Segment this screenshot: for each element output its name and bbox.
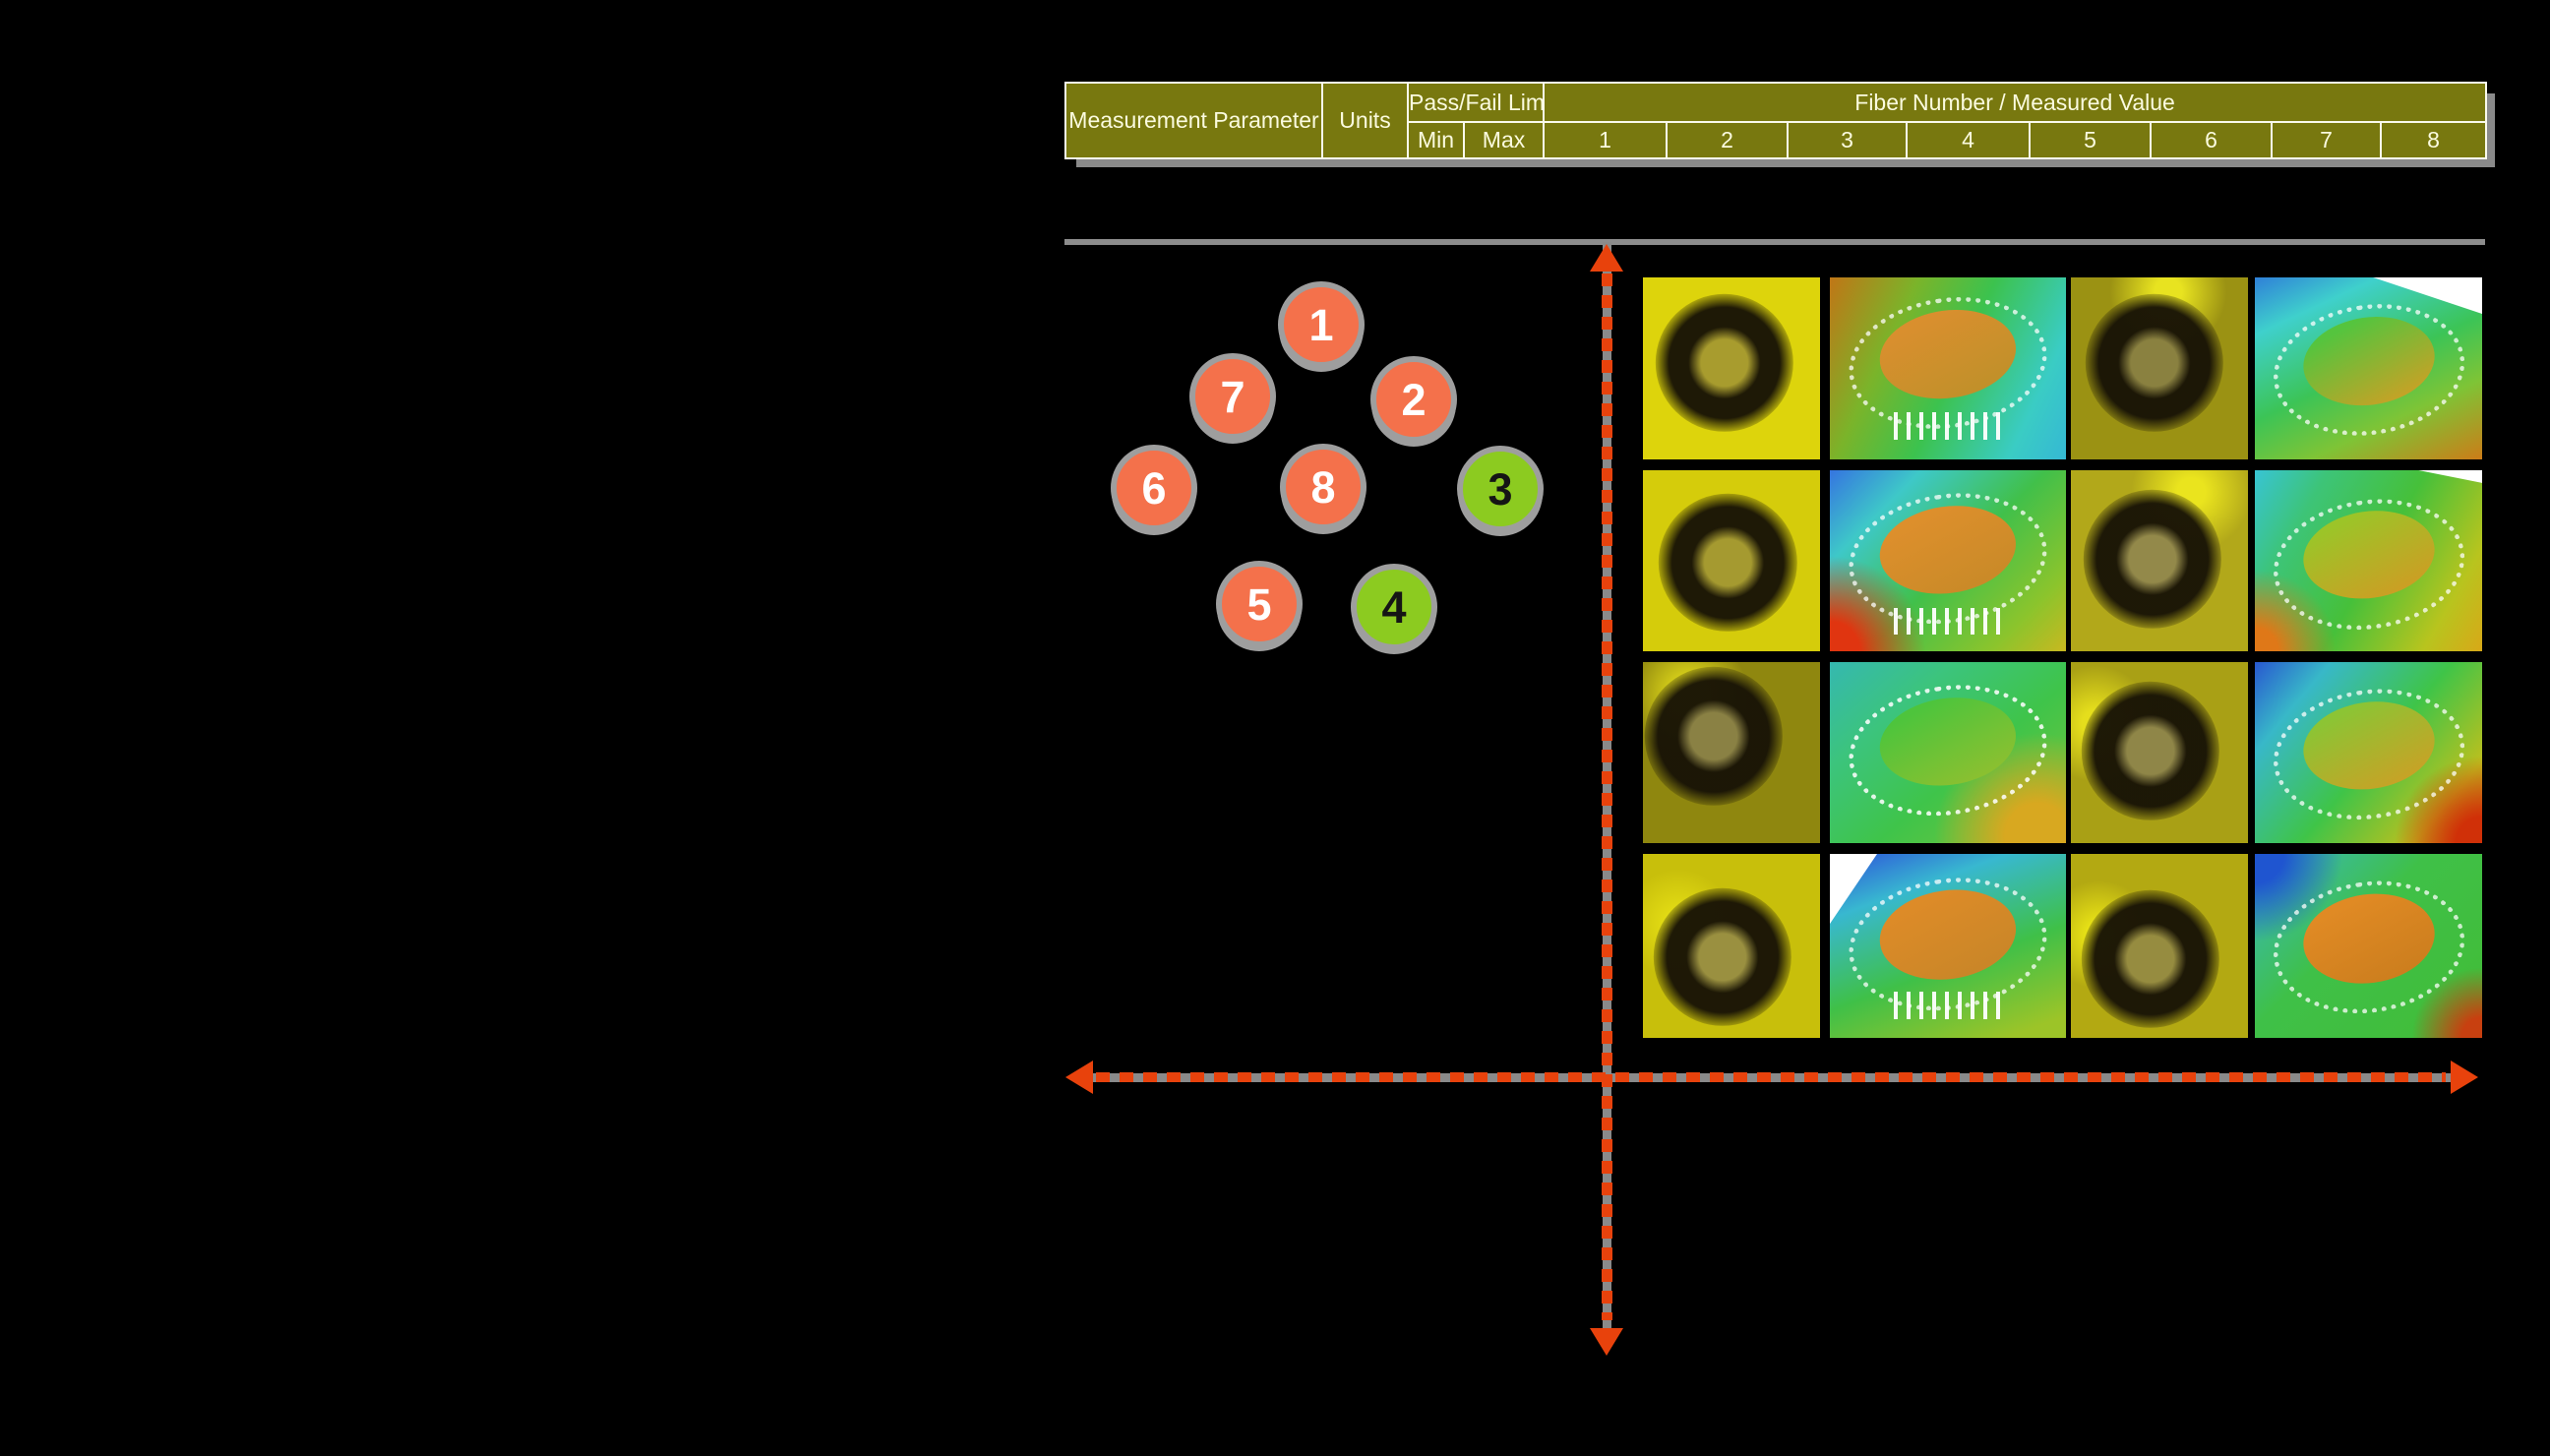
axis-arrow-left-icon: [1065, 1061, 1093, 1094]
surface-3d-image-r4c4[interactable]: [2255, 854, 2482, 1038]
endface-image-r4c1[interactable]: [1643, 854, 1820, 1038]
results-header-table: Measurement Parameter Units Pass/Fail Li…: [1064, 82, 2488, 159]
fiber-circle-6[interactable]: 6: [1111, 445, 1197, 531]
spike-artifacts: [1893, 992, 2003, 1020]
fiber-number-cell: 2: [1666, 121, 1790, 159]
endface-image-r2c3[interactable]: [2071, 470, 2248, 651]
fiber-circle-2[interactable]: 2: [1370, 356, 1457, 443]
header-cell-pass-fail-limits: Pass/Fail Limits: [1406, 82, 1546, 123]
axis-arrow-down-icon: [1590, 1328, 1623, 1356]
ferrule-ring: [2081, 681, 2220, 820]
surface-3d-image-r2c4[interactable]: [2255, 470, 2482, 651]
fiber-circle-4[interactable]: 4: [1351, 564, 1437, 650]
axis-arrow-up-icon: [1590, 244, 1623, 272]
fiber-circle-1[interactable]: 1: [1278, 281, 1365, 368]
fiber-number-cell: 7: [2271, 121, 2383, 159]
header-cell-min: Min: [1407, 121, 1465, 159]
ferrule-ring: [1644, 667, 1784, 806]
ferrule-ring: [1653, 887, 1792, 1026]
vertical-axis-dashes: [1602, 273, 1612, 1320]
header-cell-fiber-number: Fiber Number / Measured Value: [1543, 82, 2488, 123]
surface-3d-image-r2c2[interactable]: [1830, 470, 2066, 651]
endface-image-r2c1[interactable]: [1643, 470, 1820, 651]
ferrule-ring: [1659, 493, 1797, 633]
surface-3d-image-r1c2[interactable]: [1830, 277, 2066, 459]
fiber-circle-7[interactable]: 7: [1189, 353, 1276, 440]
surface-3d-image-r3c4[interactable]: [2255, 662, 2482, 843]
header-cell-measurement-parameter: Measurement Parameter: [1064, 82, 1323, 159]
fiber-number-cell: 3: [1787, 121, 1909, 159]
spike-artifacts: [1893, 607, 2003, 636]
horizontal-axis-dashes: [1096, 1072, 2446, 1082]
endface-image-r1c3[interactable]: [2071, 277, 2248, 459]
surface-3d-image-r4c2[interactable]: [1830, 854, 2066, 1038]
ferrule-ring: [2081, 889, 2220, 1028]
surface-3d-image-r3c2[interactable]: [1830, 662, 2066, 843]
fiber-circle-8[interactable]: 8: [1280, 444, 1366, 530]
spike-artifacts: [1893, 411, 2003, 440]
endface-image-r3c3[interactable]: [2071, 662, 2248, 843]
header-cell-units: Units: [1321, 82, 1409, 159]
fiber-number-cell: 4: [1906, 121, 2032, 159]
fiber-circle-5[interactable]: 5: [1216, 561, 1303, 647]
endface-image-r1c1[interactable]: [1643, 277, 1820, 459]
fiber-number-cell: 6: [2150, 121, 2274, 159]
ferrule-ring: [1655, 293, 1793, 433]
fiber-number-cell: 1: [1543, 121, 1669, 159]
endface-image-r3c1[interactable]: [1643, 662, 1820, 843]
endface-image-r4c3[interactable]: [2071, 854, 2248, 1038]
surface-3d-image-r1c4[interactable]: [2255, 277, 2482, 459]
fiber-number-cell: 5: [2029, 121, 2153, 159]
fiber-circle-3[interactable]: 3: [1457, 446, 1544, 532]
header-cell-max: Max: [1462, 121, 1546, 159]
axis-arrow-right-icon: [2451, 1061, 2478, 1094]
ferrule-ring: [2085, 293, 2223, 433]
ferrule-ring: [2083, 489, 2221, 629]
separator-line: [1064, 239, 2485, 245]
fiber-number-cell: 8: [2380, 121, 2488, 159]
